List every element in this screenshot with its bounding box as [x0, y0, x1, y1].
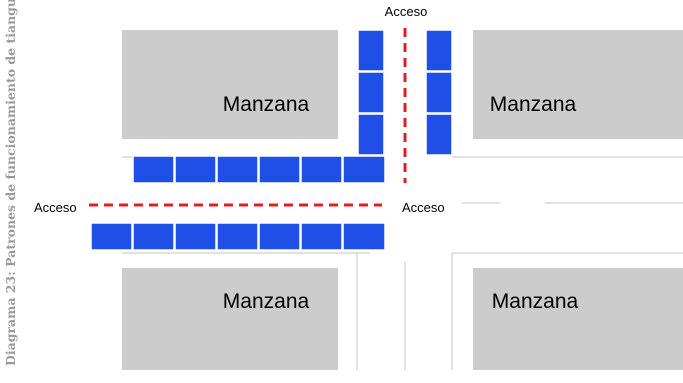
stall [425, 29, 453, 72]
stall [216, 222, 259, 251]
block-top-right [473, 30, 683, 139]
stall [174, 155, 217, 184]
block-top-left [122, 30, 338, 139]
stall [174, 222, 217, 251]
block-label-bottom-left: Manzana [223, 290, 310, 313]
block-label-top-right: Manzana [490, 93, 577, 116]
stall [342, 155, 386, 184]
stall [216, 155, 259, 184]
stall [300, 155, 343, 184]
stall [300, 222, 343, 251]
stall [90, 222, 133, 251]
access-label-left: Acceso [34, 200, 77, 215]
stalls-right-vertical [425, 29, 453, 156]
access-label-top: Acceso [385, 4, 428, 19]
stall [425, 71, 453, 114]
block-bottom-right [473, 268, 683, 370]
stall [357, 113, 385, 156]
stall [258, 222, 301, 251]
stall [258, 155, 301, 184]
block-label-bottom-right: Manzana [492, 290, 579, 313]
access-label-right: Acceso [402, 200, 445, 215]
block-bottom-left [122, 268, 338, 370]
stalls-upper-row [132, 155, 386, 184]
stall [342, 222, 386, 251]
stall [425, 113, 453, 156]
stall [357, 71, 385, 114]
block-label-top-left: Manzana [223, 93, 310, 116]
stall [357, 29, 385, 72]
stalls-lower-row [90, 222, 386, 251]
stalls-left-vertical [357, 29, 385, 156]
stall [132, 155, 175, 184]
stall [132, 222, 175, 251]
